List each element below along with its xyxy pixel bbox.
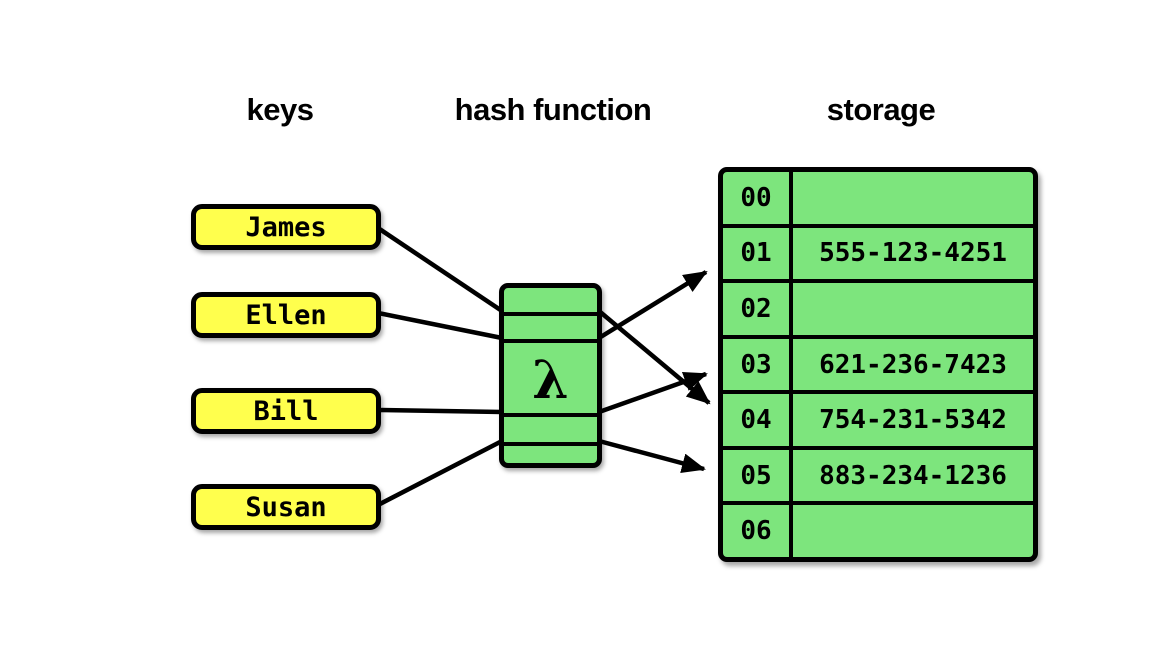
arrow-bill-to-slot-03	[598, 371, 708, 415]
slot-value: 621-236-7423	[819, 349, 1007, 380]
key-label-ellen: Ellen	[245, 299, 327, 331]
slot-value: 555-123-4251	[819, 238, 1007, 269]
slot-index: 02	[723, 283, 793, 335]
slot-value	[793, 172, 1033, 224]
key-label-bill: Bill	[253, 395, 319, 427]
lambda-symbol: λ	[532, 349, 569, 411]
slot-index: 06	[723, 505, 793, 558]
key-box-ellen: Ellen	[191, 292, 381, 338]
storage-row-01: 01 555-123-4251	[723, 223, 1033, 280]
slot-index: 04	[723, 394, 793, 446]
slot-index: 03	[723, 338, 793, 391]
arrow-james-to-slot-04	[597, 309, 711, 405]
key-label-james: James	[245, 211, 327, 243]
keys-header: keys	[246, 92, 314, 127]
arrow-ellen-to-slot-01	[597, 270, 708, 340]
hash-function-box: λ	[499, 283, 602, 468]
slot-value: 754-231-5342	[819, 405, 1007, 436]
storage-row-06: 06	[723, 501, 1033, 558]
slot-value	[793, 505, 1033, 557]
key-box-bill: Bill	[191, 388, 381, 434]
connector-ellen-to-hash	[377, 310, 503, 341]
storage-row-00: 00	[723, 172, 1033, 224]
hash-function-header: hash function	[454, 92, 652, 127]
storage-row-04: 04 754-231-5342	[723, 390, 1033, 446]
slot-index: 00	[723, 172, 793, 224]
key-box-james: James	[191, 204, 381, 250]
connector-bill-to-hash	[377, 407, 503, 415]
hash-slot-divider	[504, 312, 597, 316]
hash-slot-divider	[504, 413, 597, 417]
storage-row-03: 03 621-236-7423	[723, 334, 1033, 391]
key-label-susan: Susan	[245, 491, 327, 523]
slot-index: 05	[723, 449, 793, 502]
storage-header: storage	[826, 92, 936, 127]
storage-row-05: 05 883-234-1236	[723, 445, 1033, 502]
connector-james-to-hash	[376, 226, 504, 313]
slot-index: 01	[723, 227, 793, 280]
connector-susan-to-hash	[376, 439, 504, 507]
hash-slot-divider	[504, 339, 597, 343]
slot-value: 883-234-1236	[819, 460, 1007, 491]
slot-value	[793, 283, 1033, 335]
storage-table: 00 01 555-123-4251 02 03 621-236-7423 04…	[718, 167, 1038, 562]
key-box-susan: Susan	[191, 484, 381, 530]
arrow-susan-to-slot-05	[598, 438, 706, 473]
storage-row-02: 02	[723, 279, 1033, 335]
hash-slot-divider	[504, 442, 597, 446]
